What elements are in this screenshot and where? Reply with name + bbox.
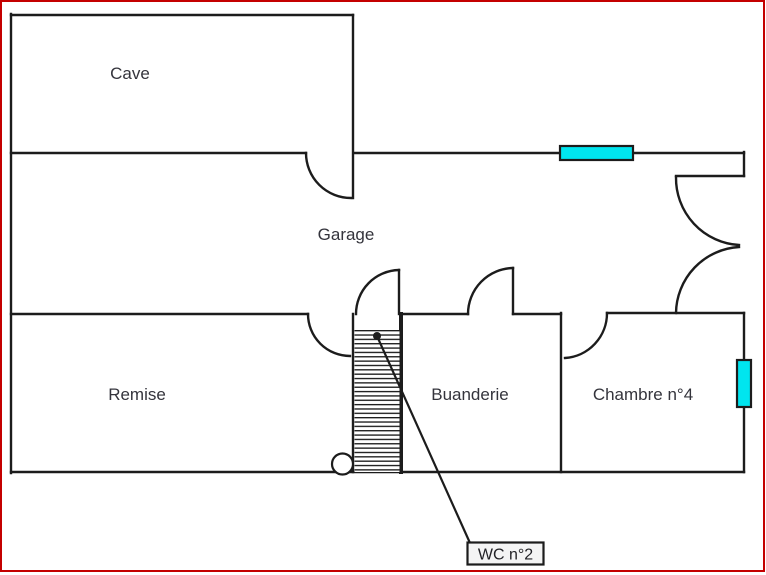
room-label-chambre-4[interactable]: Chambre n°4 (593, 385, 693, 404)
room-label-garage[interactable]: Garage (318, 225, 375, 244)
door-arc-garage-stairs (354, 268, 401, 316)
door-arc-buanderie (466, 266, 515, 316)
walls-group (9, 12, 746, 475)
window-symbol-right[interactable] (735, 358, 753, 409)
door-arc-entrance-upper (674, 175, 741, 247)
wc-callout-leader-line (375, 335, 472, 544)
room-label-cave[interactable]: Cave (110, 64, 150, 83)
room-label-remise[interactable]: Remise (108, 385, 166, 404)
door-arc-chambre-4 (563, 311, 609, 360)
wc-callout-box[interactable] (466, 541, 545, 566)
wc-callout-label[interactable]: WC n°2 (478, 547, 533, 564)
wc-callout[interactable]: WC n°2 (373, 332, 545, 566)
wc-callout-anchor-dot (373, 332, 381, 340)
room-label-buanderie[interactable]: Buanderie (431, 385, 509, 404)
column-symbol[interactable] (330, 452, 355, 476)
door-arc-entrance-lower (674, 245, 741, 315)
stairs-hatch[interactable] (354, 330, 400, 472)
door-arc-cave (304, 151, 353, 200)
door-arc-remise (306, 312, 352, 358)
window-symbol-top[interactable] (558, 144, 635, 162)
